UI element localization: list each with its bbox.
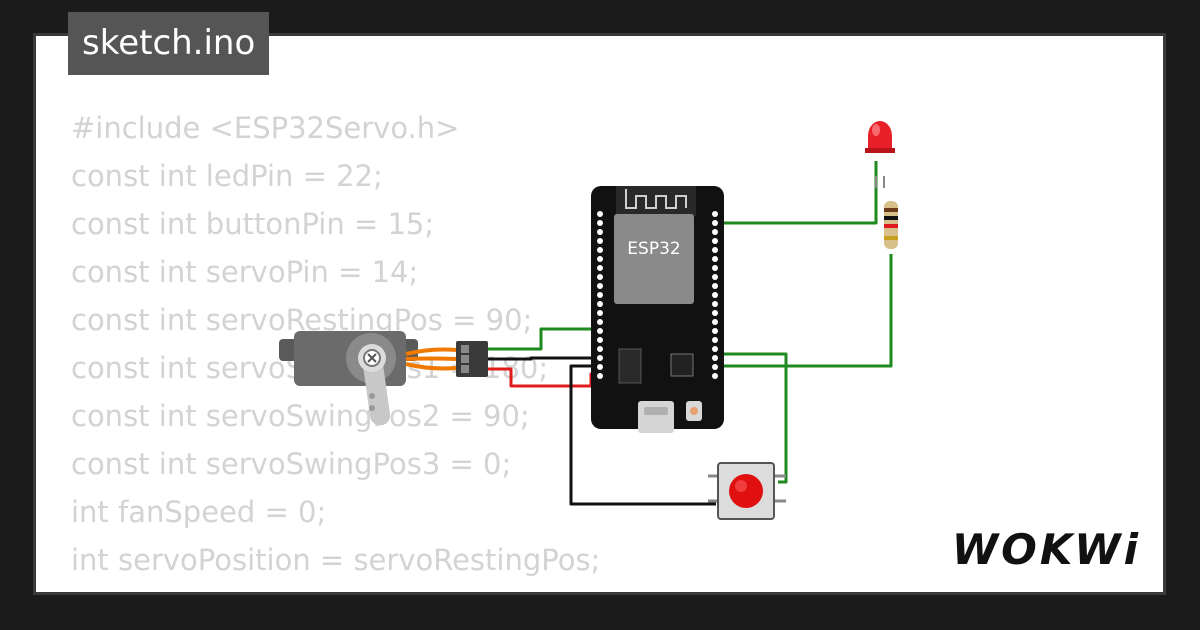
red-led-icon bbox=[865, 121, 895, 188]
tab-sketch-ino[interactable]: sketch.ino bbox=[68, 12, 270, 75]
wire-servo-gnd bbox=[486, 356, 598, 361]
wire-servo-signal bbox=[486, 327, 598, 351]
push-button-icon bbox=[708, 462, 786, 520]
code-line: const int servoSwingPos3 = 0; bbox=[71, 447, 512, 481]
pin-headers bbox=[597, 211, 718, 379]
wire-resistor bbox=[716, 254, 893, 368]
wire-button-gnd bbox=[569, 364, 716, 506]
code-line: const int servoRestingPos = 90; bbox=[71, 303, 533, 337]
wire-led bbox=[716, 161, 878, 225]
esp32-board-icon: ESP32 bbox=[591, 186, 724, 433]
code-line: const int servoSwingPos2 = 90; bbox=[71, 399, 530, 433]
code-line: int servoPosition = servoRestingPos; bbox=[71, 543, 601, 577]
code-line: bool currentState = HIGH; bbox=[71, 584, 600, 592]
code-line: const int ledPin = 22; bbox=[71, 159, 383, 193]
code-line: #include <ESP32Servo.h> bbox=[71, 111, 460, 145]
code-line: const int servoPin = 14; bbox=[71, 255, 419, 289]
board-label: ESP32 bbox=[627, 239, 680, 259]
preview-card: #include <ESP32Servo.h> const int ledPin … bbox=[33, 33, 1166, 595]
resistor-icon bbox=[884, 201, 898, 249]
wire-servo-vcc bbox=[486, 367, 598, 388]
servo-motor-icon bbox=[279, 331, 488, 426]
wokwi-logo-icon: WOKWi bbox=[951, 525, 1141, 574]
circuit-diagram: ESP32 bbox=[279, 121, 898, 520]
code-line: const int buttonPin = 15; bbox=[71, 207, 435, 241]
code-line: int fanSpeed = 0; bbox=[71, 495, 327, 529]
wire-button-signal bbox=[716, 352, 788, 484]
servo-cable bbox=[405, 347, 457, 371]
